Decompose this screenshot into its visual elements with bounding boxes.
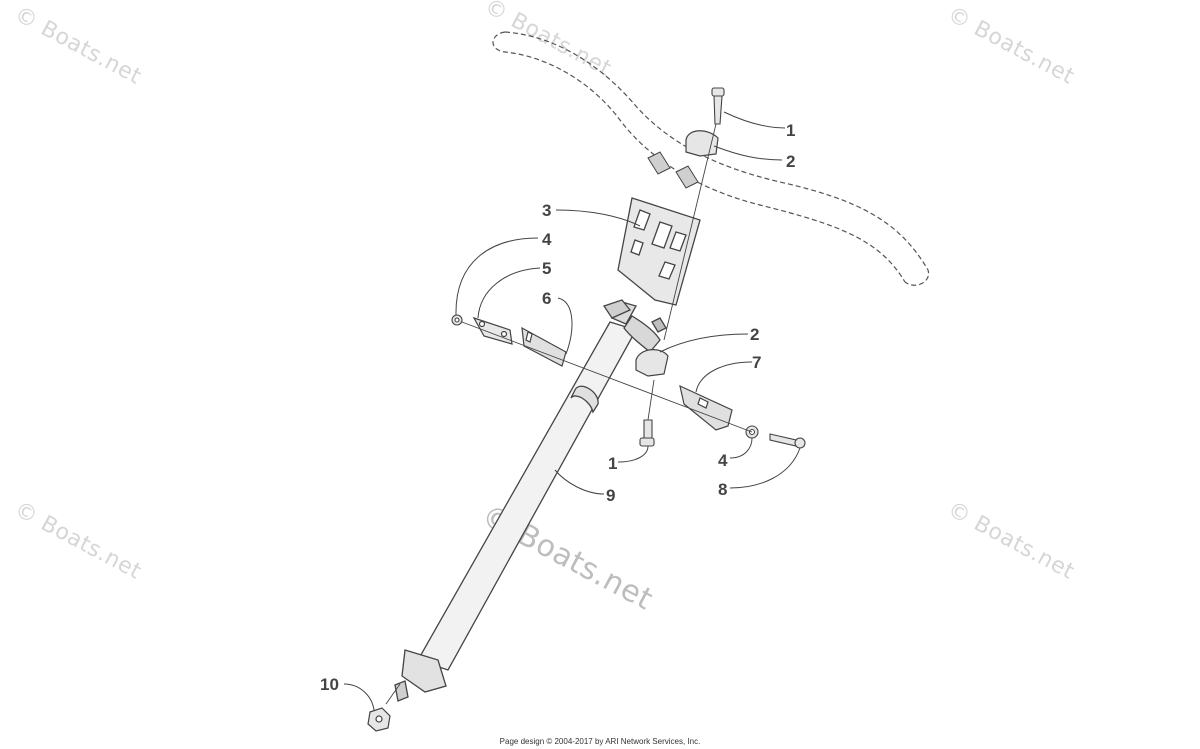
callout-2-upper: 2: [786, 152, 795, 171]
leader-lines: [343, 111, 801, 711]
link-5: [472, 316, 513, 345]
footer-copyright: Page design © 2004-2017 by ARI Network S…: [499, 737, 701, 746]
clip-6: [521, 326, 567, 367]
callout-1-upper: 1: [786, 121, 795, 140]
handlebar-block: [617, 197, 701, 306]
callout-10: 10: [320, 675, 339, 694]
callout-7: 7: [752, 353, 761, 372]
nut-4-left: [451, 314, 463, 326]
callout-1-lower: 1: [608, 454, 617, 473]
callout-8: 8: [718, 480, 727, 499]
assembly-lines: [385, 123, 753, 705]
callout-4-left: 4: [542, 230, 552, 249]
screw-8: [769, 433, 806, 449]
callout-3: 3: [542, 201, 551, 220]
callout-9: 9: [606, 486, 615, 505]
callout-2-lower: 2: [750, 325, 759, 344]
steering-post: [417, 299, 667, 671]
nut-10: [367, 707, 391, 732]
callout-4-right: 4: [718, 451, 728, 470]
lower-joint: [394, 649, 447, 702]
bolt-upper: [711, 87, 725, 125]
handlebar: [492, 31, 930, 286]
clip-7: [679, 384, 733, 431]
callout-6: 6: [542, 289, 551, 308]
clamp-lower: [635, 349, 669, 377]
callouts: 1 2 3 4 5 6 2 7 1 4 8 9 10: [320, 121, 795, 694]
handlebar-knurl: [647, 151, 699, 189]
callout-5: 5: [542, 259, 551, 278]
bolt-lower: [639, 419, 655, 447]
